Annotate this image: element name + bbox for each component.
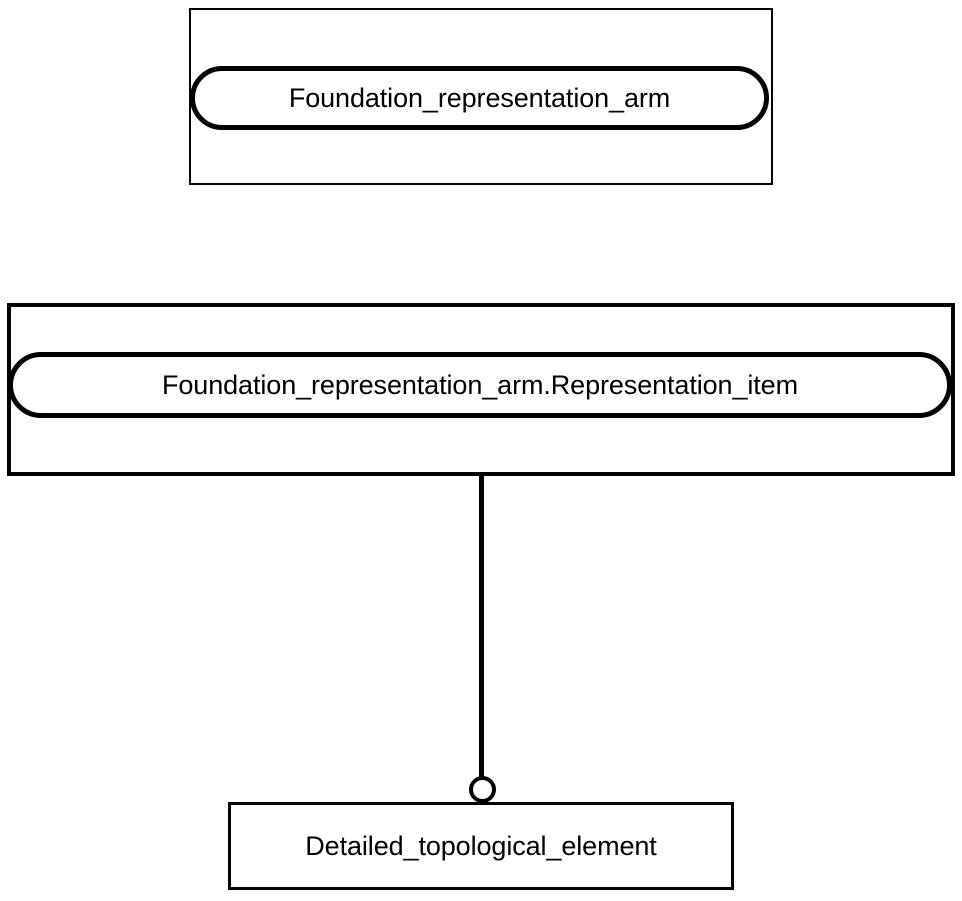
entity-capsule-label-representation-item: Foundation_representation_arm.Representa…: [162, 369, 798, 400]
connector-circle-optional-marker: [469, 776, 496, 803]
connector-line-representation-item-to-detailed-topological-element: [479, 476, 484, 778]
entity-box-detailed-topological-element[interactable]: Detailed_topological_element: [228, 802, 734, 890]
entity-capsule-representation-item[interactable]: Foundation_representation_arm.Representa…: [8, 352, 952, 418]
entity-capsule-foundation-representation-arm[interactable]: Foundation_representation_arm: [190, 66, 769, 130]
entity-capsule-label-foundation-representation-arm: Foundation_representation_arm: [288, 82, 671, 113]
entity-box-label-detailed-topological-element: Detailed_topological_element: [305, 830, 657, 861]
